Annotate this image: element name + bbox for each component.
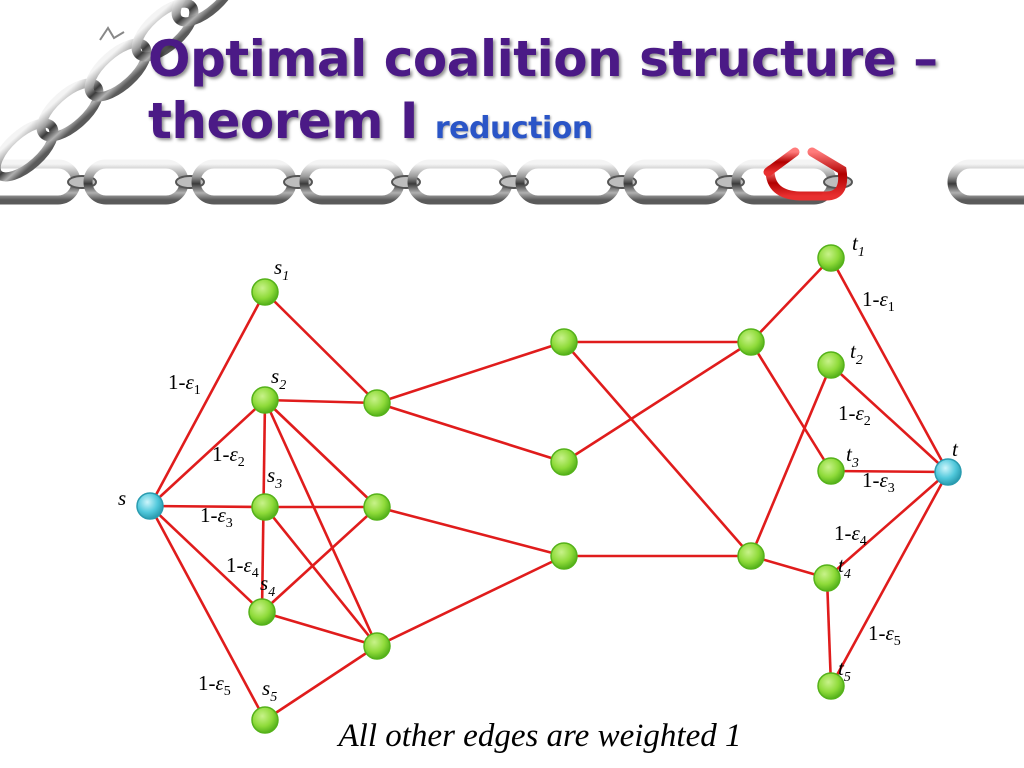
- edge-c1-t3: [749, 341, 833, 472]
- edge-s-s2: [149, 399, 266, 507]
- node-s4: [248, 598, 276, 626]
- chain-banner: [0, 0, 1024, 205]
- node-c2: [737, 542, 765, 570]
- edge-s2-a2: [264, 399, 378, 508]
- chain-link: [191, 159, 297, 205]
- edge-b2-c1: [563, 340, 752, 464]
- node-s: [136, 492, 164, 520]
- edge-s-s4: [149, 505, 263, 613]
- node-s2: [251, 386, 279, 414]
- node-b1: [550, 328, 578, 356]
- broken-chain-icon: [0, 0, 239, 182]
- node-t3: [817, 457, 845, 485]
- chain-link: [83, 159, 189, 205]
- node-a1: [363, 389, 391, 417]
- weight-label-s-s2: 1-ε2: [212, 442, 245, 470]
- weight-label-s-s3: 1-ε3: [200, 503, 233, 531]
- title-sub: reduction: [434, 111, 593, 146]
- node-t: [934, 458, 962, 486]
- edge-t4-t5: [825, 577, 833, 687]
- slide-title: Optimal coalition structure – theorem I …: [148, 28, 1024, 160]
- edge-s1-a1: [264, 291, 378, 404]
- edge-b1-c2: [563, 341, 752, 557]
- node-t4: [813, 564, 841, 592]
- edge-t4-t: [826, 471, 949, 579]
- node-label-t3: t3: [846, 442, 859, 471]
- edge-a2-b3: [376, 505, 565, 558]
- chain-link: [515, 159, 621, 205]
- edge-a1-b2: [376, 401, 565, 464]
- node-b2: [550, 448, 578, 476]
- node-b3: [550, 542, 578, 570]
- node-t5: [817, 672, 845, 700]
- broken-red-link-icon: [763, 147, 848, 201]
- weight-label-s-s4: 1-ε4: [226, 553, 259, 581]
- edge-s4-a2: [261, 506, 378, 613]
- node-label-s2: s2: [271, 364, 286, 393]
- edge-s5-a3: [264, 644, 378, 722]
- edge-c2-t2: [749, 364, 833, 557]
- node-s5: [251, 706, 279, 734]
- network-graph: 1-ε1 1-ε2 1-ε3 1-ε4 1-ε5 1-ε1 1-ε2 1-ε3 1-ε4 1-ε5…: [118, 231, 962, 734]
- edge-s-s5: [148, 505, 267, 721]
- edge-s2-a1: [264, 398, 378, 405]
- edge-s2-a3: [263, 399, 379, 647]
- edge-a1-b1: [376, 340, 565, 405]
- caption: All other edges are weighted 1: [338, 718, 742, 754]
- edge-c1-t1: [750, 257, 832, 343]
- node-label-s: s: [118, 486, 126, 510]
- edge-t3-t: [830, 469, 949, 474]
- chain-link: [623, 159, 729, 205]
- node-label-s1: s1: [274, 255, 289, 284]
- chain-link: [299, 159, 405, 205]
- edge-s-s1: [148, 291, 267, 507]
- edge-t1-t: [829, 257, 950, 473]
- node-t2: [817, 351, 845, 379]
- title-main: Optimal coalition structure – theorem I: [148, 30, 938, 150]
- weight-label-s-s5: 1-ε5: [198, 671, 231, 699]
- weight-label-t2-t: 1-ε2: [838, 401, 871, 429]
- weight-label-t1-t: 1-ε1: [862, 287, 895, 315]
- node-a3: [363, 632, 391, 660]
- edge-a3-b3: [376, 554, 565, 648]
- node-s1: [251, 278, 279, 306]
- edge-s4-a3: [261, 610, 378, 648]
- node-label-t4: t4: [838, 553, 851, 582]
- edge-s-s3: [149, 504, 266, 509]
- chain-link: [0, 159, 81, 205]
- weight-label-t4-t: 1-ε4: [834, 521, 867, 549]
- node-a2: [363, 493, 391, 521]
- node-c1: [737, 328, 765, 356]
- node-label-t5: t5: [838, 656, 851, 685]
- node-t1: [817, 244, 845, 272]
- edge-s3-a3: [263, 506, 379, 647]
- weight-label-s-s1: 1-ε1: [168, 370, 201, 398]
- edge-t2-t: [830, 364, 949, 473]
- node-label-t2: t2: [850, 339, 863, 368]
- node-label-t1: t1: [852, 231, 865, 260]
- node-label-s5: s5: [262, 676, 277, 705]
- weight-label-t5-t: 1-ε5: [868, 621, 901, 649]
- node-label-t: t: [952, 437, 959, 461]
- node-label-s4: s4: [260, 571, 275, 600]
- chain-link: [407, 159, 513, 205]
- node-s3: [251, 493, 279, 521]
- edge-t5-t: [829, 471, 950, 687]
- node-label-s3: s3: [267, 463, 282, 492]
- chain-link: [947, 159, 1024, 205]
- weight-label-t3-t: 1-ε3: [862, 468, 895, 496]
